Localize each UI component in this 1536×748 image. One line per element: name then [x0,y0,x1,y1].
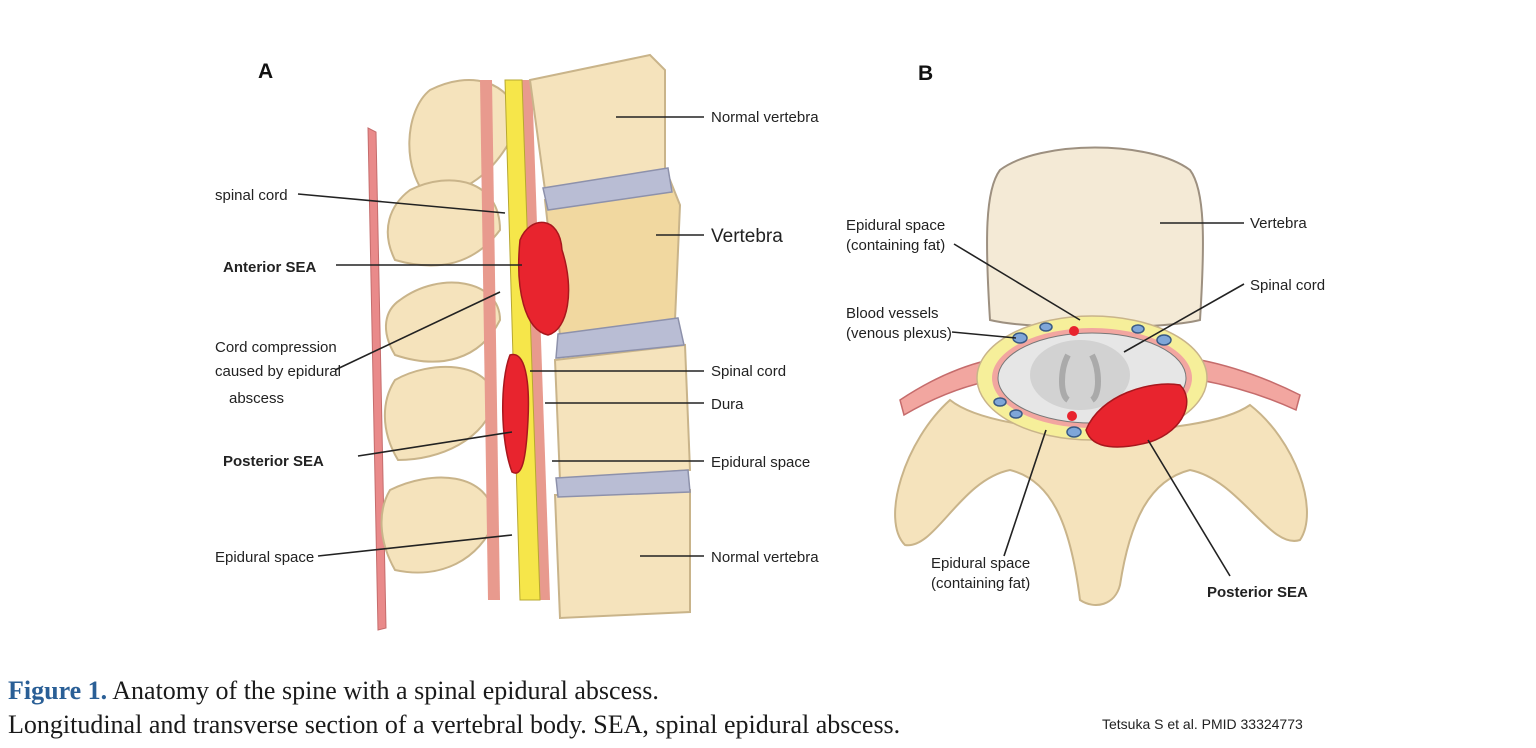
label-vertebra-a: Vertebra [711,226,783,247]
caption-line-1: Figure 1. Anatomy of the spine with a sp… [8,674,900,708]
label-posterior-sea-a: Posterior SEA [223,453,324,470]
vertebral-bodies [528,53,692,620]
label-vertebra-b: Vertebra [1250,215,1307,232]
label-blood-vessels-2: (venous plexus) [846,325,952,342]
label-cord-compression-1: Cord compression [215,339,337,356]
posterior-sea-b [1085,383,1188,448]
leader-lines [297,116,1245,577]
label-epidural-fat-top-1: Epidural space [846,217,945,234]
spinal-cord-b [1030,340,1130,410]
label-epidural-space-left: Epidural space [215,549,314,566]
label-spinal-cord-left: spinal cord [215,187,288,204]
venous-plexus [993,322,1172,438]
figure-illustration: A B Normal vertebra spinal cord Vertebra… [215,53,1325,631]
label-posterior-sea-b: Posterior SEA [1207,584,1308,601]
label-cord-compression-2: caused by epidural [215,363,341,380]
label-normal-vertebra-top: Normal vertebra [711,109,819,126]
source-credit: Tetsuka S et al. PMID 33324773 [1102,716,1303,732]
label-epidural-space-right: Epidural space [711,454,810,471]
figure-caption: Figure 1. Anatomy of the spine with a sp… [8,674,900,742]
posterior-ligament [367,127,387,631]
intervertebral-discs [542,167,691,498]
label-normal-vertebra-bottom: Normal vertebra [711,549,819,566]
panel-a-illustration [367,53,692,631]
figure-number: Figure 1. [8,676,108,705]
label-epidural-fat-bottom-2: (containing fat) [931,575,1030,592]
posterior-sea-abscess [502,353,530,474]
dura-tube [480,80,500,600]
panel-b-letter: B [918,62,933,85]
panel-a-letter: A [258,60,273,83]
panel-b-illustration [894,146,1308,606]
label-blood-vessels-1: Blood vessels [846,305,939,322]
caption-title: Anatomy of the spine with a spinal epidu… [112,676,659,705]
vertebral-body-b [986,146,1204,329]
label-dura: Dura [711,396,744,413]
label-spinal-cord-right: Spinal cord [711,363,786,380]
label-cord-compression-3: abscess [229,390,284,407]
anterior-sea-abscess [517,221,570,336]
label-spinal-cord-b: Spinal cord [1250,277,1325,294]
posterior-arch [894,398,1308,606]
spinous-processes [380,79,522,574]
label-anterior-sea: Anterior SEA [223,259,317,276]
label-epidural-fat-top-2: (containing fat) [846,237,945,254]
caption-line-2: Longitudinal and transverse section of a… [8,710,901,739]
label-epidural-fat-bottom-1: Epidural space [931,555,1030,572]
